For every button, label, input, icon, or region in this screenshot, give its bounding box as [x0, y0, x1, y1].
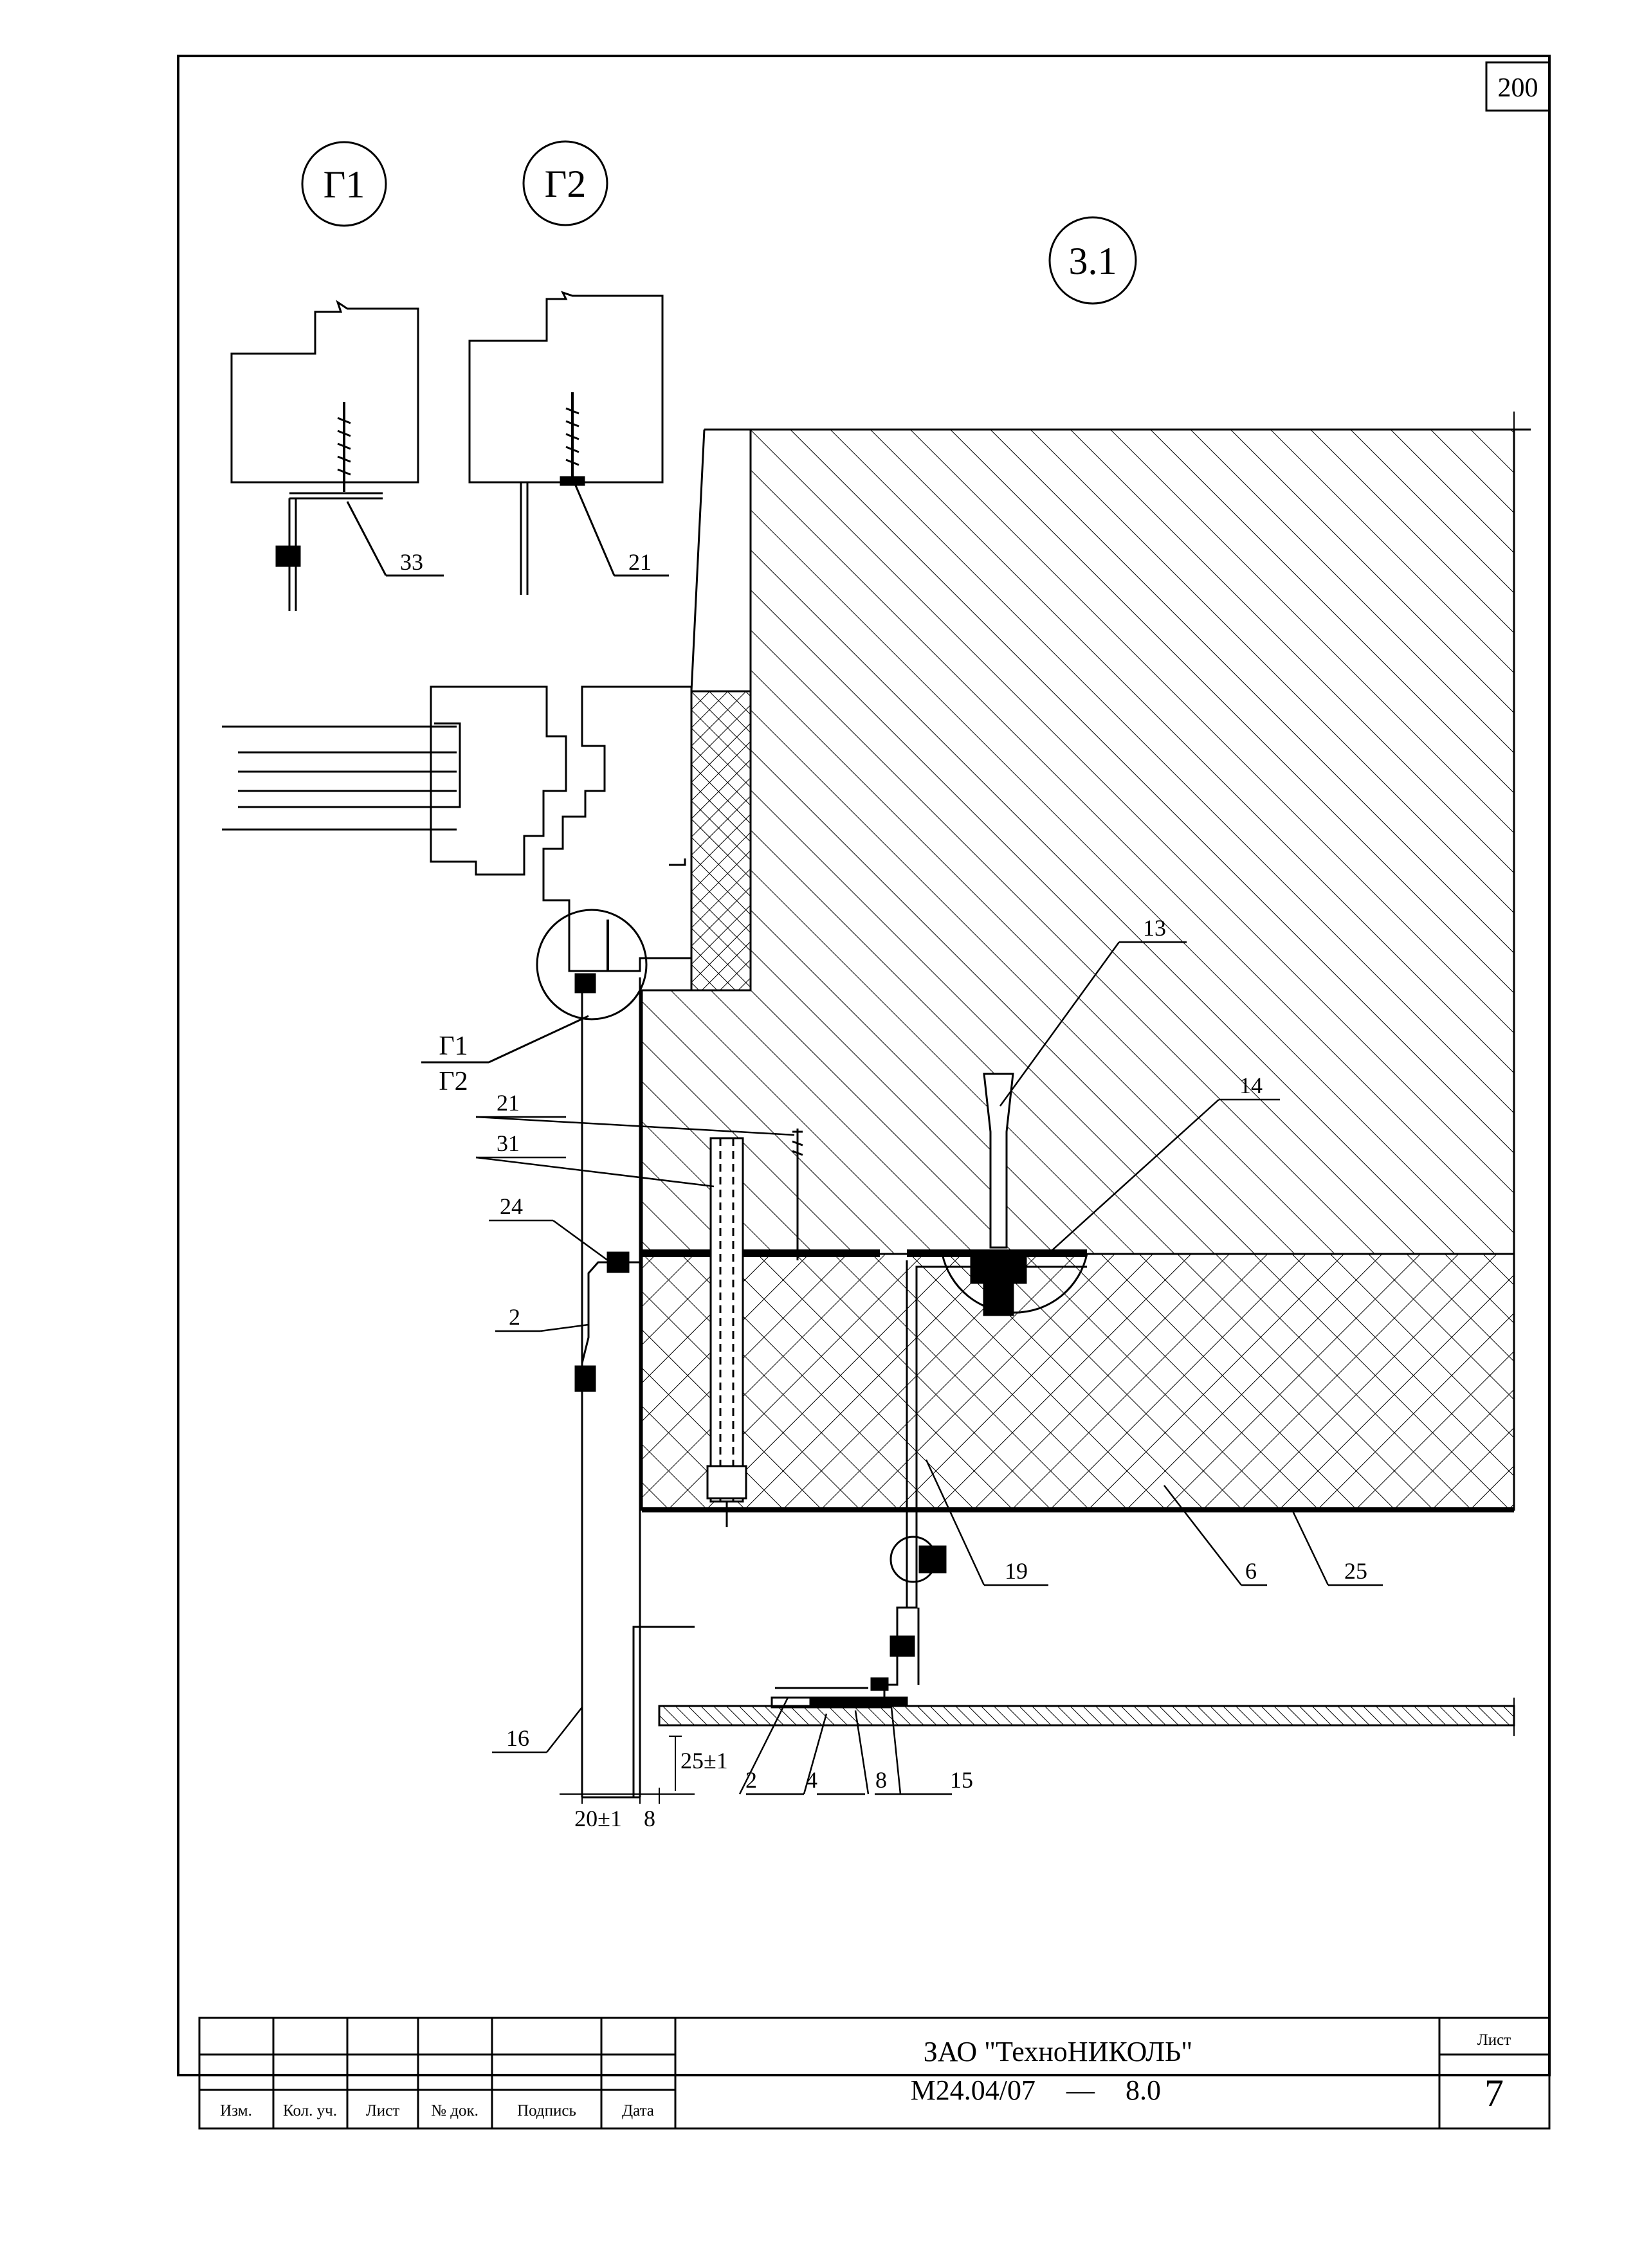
tb-sheet-label: Лист	[1477, 2031, 1511, 2049]
g-leader	[488, 1015, 589, 1064]
label-b8: 8	[875, 1767, 887, 1793]
tb-code: М24.04/07	[911, 2074, 1035, 2106]
tb-col-kol: Кол. уч.	[283, 2102, 337, 2119]
title-block-grid	[198, 2017, 1551, 2130]
bracket-assembly	[771, 1260, 1087, 1709]
dimension-20: 20±1	[574, 1806, 622, 1831]
label-16: 16	[506, 1725, 529, 1751]
label-13: 13	[1143, 915, 1166, 941]
g-leader-top: Г1	[439, 1031, 468, 1061]
tb-version: 8.0	[1126, 2074, 1161, 2106]
insulation-layer	[641, 1253, 1515, 1511]
detail-g2	[468, 291, 669, 595]
detail-g2-label: 21	[628, 549, 652, 575]
callout-g1: Г1	[324, 163, 365, 206]
callout-g2-circle	[522, 140, 608, 226]
tb-col-doc: № док.	[431, 2102, 479, 2119]
top-plate-right	[907, 1249, 1087, 1257]
tb-col-date: Дата	[622, 2102, 654, 2119]
top-plate	[642, 1249, 880, 1257]
tb-col-list: Лист	[366, 2102, 399, 2119]
concrete-wall	[641, 428, 1515, 1255]
page-number: 200	[1498, 73, 1538, 103]
reveal-edge	[690, 429, 706, 692]
reveal-insulation	[690, 690, 752, 992]
label-2: 2	[509, 1304, 520, 1330]
tb-company: ЗАО "ТехноНИКОЛЬ"	[924, 2036, 1193, 2067]
dimension-25: 25±1	[680, 1748, 728, 1774]
tb-col-sign: Подпись	[517, 2102, 576, 2119]
detail-marker-parts	[574, 920, 637, 993]
callout-g1-circle	[301, 141, 387, 227]
tb-sheet-number: 7	[1484, 2072, 1504, 2114]
callout-main-circle	[1048, 216, 1137, 305]
tb-dash: —	[1066, 2074, 1095, 2106]
leader-lines	[475, 941, 1383, 1795]
label-6: 6	[1245, 1558, 1257, 1584]
tb-col-izm: Изм.	[220, 2102, 252, 2119]
label-b2: 2	[745, 1767, 757, 1793]
soffit-slab	[658, 1705, 1515, 1727]
label-14: 14	[1239, 1073, 1263, 1098]
label-21: 21	[497, 1090, 520, 1116]
callout-main: 3.1	[1069, 240, 1117, 282]
sheet-frame	[177, 55, 1551, 2076]
page-number-box	[1485, 61, 1551, 112]
label-31: 31	[497, 1130, 520, 1156]
label-19: 19	[1005, 1558, 1028, 1584]
label-b4: 4	[806, 1767, 817, 1793]
label-b15: 15	[950, 1767, 973, 1793]
g-leader-bottom: Г2	[439, 1067, 468, 1096]
window-assembly	[222, 685, 693, 972]
label-24: 24	[500, 1193, 523, 1219]
screw-21	[792, 1129, 803, 1260]
detail-marker-circle	[536, 909, 648, 1021]
label-25: 25	[1344, 1558, 1367, 1584]
dimension-lines	[560, 1736, 695, 1804]
side-bracket	[574, 1251, 642, 1405]
detail-g1	[230, 300, 444, 611]
anchor-13	[941, 1073, 1088, 1316]
callout-g2: Г2	[545, 163, 587, 205]
dimension-8: 8	[644, 1806, 655, 1831]
detail-g1-label: 33	[400, 549, 423, 575]
dowel-anchor	[706, 1137, 747, 1527]
